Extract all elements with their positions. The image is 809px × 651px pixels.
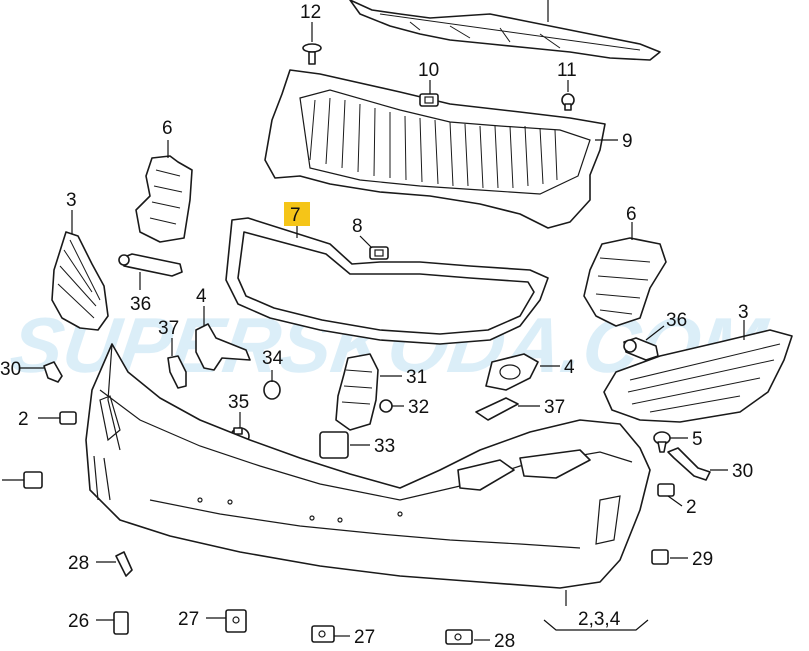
callout-3-left[interactable]: 3 bbox=[66, 190, 77, 211]
callout-4-left[interactable]: 4 bbox=[196, 286, 207, 307]
bracket-6-left[interactable] bbox=[135, 155, 193, 243]
clip-30-left-icon[interactable] bbox=[43, 361, 63, 383]
callout-2-left[interactable]: 2 bbox=[18, 409, 29, 430]
cover-strip-37-left[interactable] bbox=[167, 355, 187, 389]
callout-28-left[interactable]: 28 bbox=[68, 553, 89, 574]
callout-10[interactable]: 10 bbox=[418, 60, 439, 81]
callout-30-right[interactable]: 30 bbox=[732, 461, 753, 482]
callout-27-left[interactable]: 27 bbox=[178, 609, 199, 630]
clip-29-icon[interactable] bbox=[651, 549, 669, 565]
clip-10-icon[interactable] bbox=[419, 93, 439, 107]
grille-frame-7[interactable] bbox=[225, 217, 549, 345]
pin-36-right-icon[interactable] bbox=[623, 337, 659, 361]
clip-26-icon[interactable] bbox=[113, 611, 129, 635]
front-bumper-cover[interactable] bbox=[85, 343, 651, 589]
callout-4-right[interactable]: 4 bbox=[564, 357, 575, 378]
callout-26[interactable]: 26 bbox=[68, 611, 89, 632]
callout-36-left[interactable]: 36 bbox=[130, 294, 151, 315]
clip-8-icon[interactable] bbox=[369, 246, 389, 260]
bracket-28-bottom[interactable] bbox=[445, 629, 473, 645]
clip-2-left-icon[interactable] bbox=[59, 411, 77, 425]
callout-6-left[interactable]: 6 bbox=[162, 118, 173, 139]
bracket-3-right[interactable] bbox=[603, 329, 793, 423]
callout-3-right[interactable]: 3 bbox=[738, 302, 749, 323]
bracket-6-right[interactable] bbox=[583, 237, 667, 327]
callout-9[interactable]: 9 bbox=[622, 131, 633, 152]
callout-12[interactable]: 12 bbox=[300, 2, 321, 23]
clip-28-left-icon[interactable] bbox=[115, 551, 133, 577]
clip-2-right-icon[interactable] bbox=[657, 483, 675, 497]
strip-30-right[interactable] bbox=[667, 447, 711, 481]
fog-cover-4-right[interactable] bbox=[485, 353, 539, 391]
callout-33[interactable]: 33 bbox=[374, 436, 395, 457]
callout-2-right[interactable]: 2 bbox=[686, 497, 697, 518]
callout-27-bottom[interactable]: 27 bbox=[354, 627, 375, 648]
callout-5[interactable]: 5 bbox=[692, 429, 703, 450]
fog-cover-4-left[interactable] bbox=[195, 323, 251, 371]
callout-37-right[interactable]: 37 bbox=[544, 397, 565, 418]
callout-7[interactable]: 7 bbox=[290, 205, 301, 226]
grommet-34-icon[interactable] bbox=[263, 380, 281, 400]
callout-37-left[interactable]: 37 bbox=[158, 318, 179, 339]
callout-28-bottom[interactable]: 28 bbox=[494, 631, 515, 651]
callout-11[interactable]: 11 bbox=[557, 60, 577, 81]
callout-35[interactable]: 35 bbox=[228, 392, 249, 413]
screw-32-icon[interactable] bbox=[379, 399, 393, 413]
callout-31[interactable]: 31 bbox=[406, 367, 427, 388]
bracket-27-left[interactable] bbox=[225, 609, 247, 633]
bracket-3-left[interactable] bbox=[51, 231, 109, 331]
bracket-31[interactable] bbox=[335, 353, 379, 431]
callout-30-left[interactable]: 30 bbox=[0, 359, 21, 380]
module-33-icon[interactable] bbox=[319, 431, 349, 459]
bracket-2-3-4 bbox=[543, 590, 649, 631]
screw-12-icon[interactable] bbox=[302, 43, 322, 65]
upper-cover-panel[interactable] bbox=[349, 0, 661, 61]
callout-6-right[interactable]: 6 bbox=[626, 204, 637, 225]
callout-36-right[interactable]: 36 bbox=[666, 310, 687, 331]
callout-32[interactable]: 32 bbox=[408, 397, 429, 418]
callout-8[interactable]: 8 bbox=[352, 216, 363, 237]
bracket-27-bottom[interactable] bbox=[311, 625, 335, 643]
callout-34[interactable]: 34 bbox=[262, 348, 284, 369]
screw-5-icon[interactable] bbox=[653, 431, 671, 453]
clip-box-left-icon[interactable] bbox=[23, 471, 43, 489]
cover-strip-37-right[interactable] bbox=[475, 397, 519, 421]
callout-29[interactable]: 29 bbox=[692, 549, 713, 570]
pin-36-left-icon[interactable] bbox=[118, 253, 183, 277]
screw-11-icon[interactable] bbox=[561, 93, 575, 111]
callout-7-highlight bbox=[284, 202, 310, 226]
callout-2-3-4[interactable]: 2,3,4 bbox=[578, 609, 621, 630]
radiator-grille[interactable] bbox=[264, 69, 606, 229]
